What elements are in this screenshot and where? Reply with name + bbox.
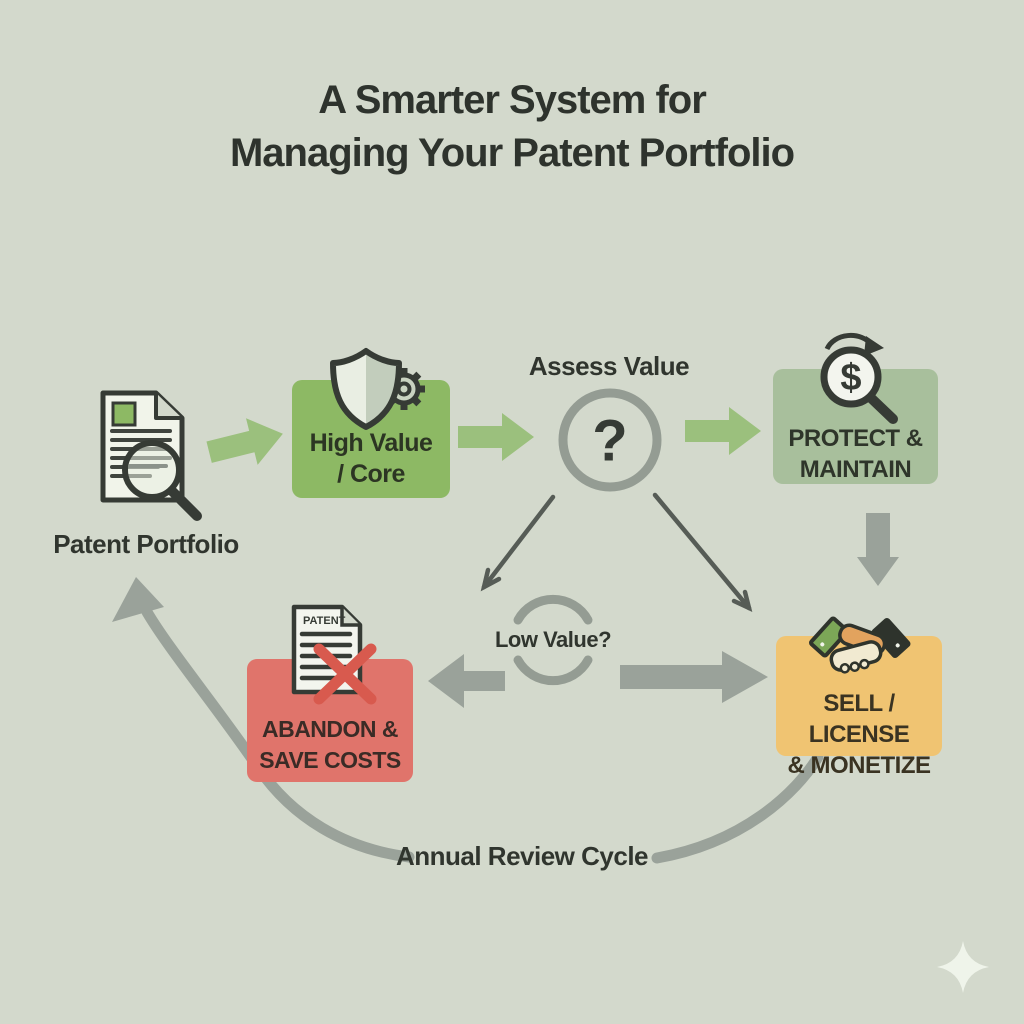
title-line-1: A Smarter System for	[318, 78, 707, 122]
refresh-arrowhead	[864, 336, 884, 356]
arrow-highvalue-to-assess	[458, 413, 534, 461]
annual-review-cycle-label: Annual Review Cycle	[395, 841, 649, 871]
annual-review-cycle-arrow	[112, 577, 824, 864]
high-value-core-box	[292, 380, 450, 498]
arrow-assess-to-protect	[685, 407, 761, 455]
assess-branch-arrows	[480, 492, 753, 613]
dollar-magnifier-icon: $	[820, 332, 898, 424]
question-mark-glyph: ?	[592, 409, 627, 474]
magnifier-icon	[122, 440, 202, 521]
gray-flow-arrows	[428, 513, 899, 708]
arrow-lowvalue-to-abandon	[428, 654, 505, 708]
sell-line-1: SELL / LICENSE	[808, 690, 910, 748]
abandoned-patent-icon: PATENT	[291, 604, 377, 705]
protect-maintain-label: PROTECT & MAINTAIN	[773, 423, 938, 485]
low-value-label: Low Value?	[494, 627, 612, 652]
abandon-line-1: ABANDON &	[261, 716, 399, 742]
high-value-core-label: High Value / Core	[292, 428, 450, 490]
patent-portfolio-label: Patent Portfolio	[53, 529, 239, 559]
assess-value-label: Assess Value	[528, 351, 690, 381]
protect-line-1: PROTECT &	[788, 425, 923, 452]
sell-license-box	[776, 636, 942, 756]
high-value-line-2: / Core	[337, 460, 405, 488]
page-title: A Smarter System for Managing Your Paten…	[0, 74, 1024, 180]
abandon-save-label: ABANDON & SAVE COSTS	[247, 714, 413, 776]
patent-document-icon	[100, 390, 202, 521]
document-green-square	[111, 401, 137, 427]
patent-doc-lines	[299, 631, 353, 681]
abandon-line-2: SAVE COSTS	[259, 747, 401, 773]
title-line-2: Managing Your Patent Portfolio	[229, 131, 795, 175]
patent-doc-label: PATENT	[303, 615, 346, 627]
low-value-circle-icon	[513, 594, 593, 686]
shield-right-half	[366, 351, 399, 427]
shield-gear-icon	[330, 348, 425, 430]
red-x-icon	[313, 643, 377, 705]
arrow-lowvalue-to-sell	[620, 651, 768, 703]
abandon-box	[247, 659, 413, 782]
arrow-protect-to-sell	[857, 513, 899, 586]
dollar-symbol-glyph: $	[840, 357, 861, 399]
cycle-arrowhead	[112, 577, 164, 622]
sell-line-2: & MONETIZE	[787, 752, 932, 779]
arrow-assess-to-sell-diagonal	[652, 492, 753, 613]
question-mark-circle-icon	[558, 388, 662, 492]
arrow-portfolio-to-highvalue	[206, 418, 283, 465]
protect-maintain-box	[773, 369, 938, 484]
arrow-assess-to-lowvalue	[480, 494, 556, 592]
magnifier-handle	[866, 393, 898, 424]
high-value-line-1: High Value	[309, 429, 433, 457]
cycle-curve-right	[651, 751, 824, 864]
sell-license-label: SELL / LICENSE & MONETIZE	[776, 688, 942, 781]
sparkle-icon	[937, 941, 989, 993]
protect-line-2: MAINTAIN	[799, 456, 912, 483]
handshake-icon	[809, 616, 911, 674]
green-flow-arrows	[206, 407, 761, 465]
